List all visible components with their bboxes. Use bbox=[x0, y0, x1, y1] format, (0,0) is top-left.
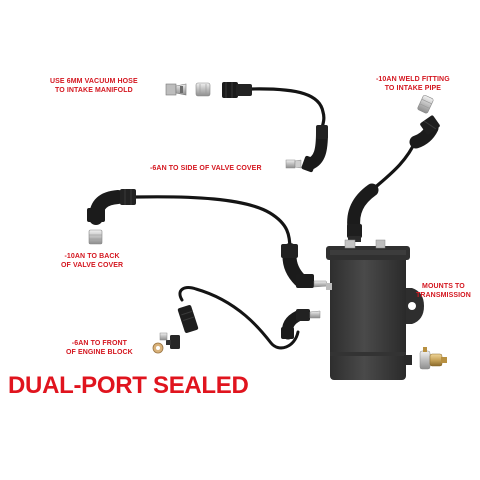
can-inlet-elbow-icon bbox=[347, 183, 379, 242]
vacuum-barb-icon bbox=[165, 83, 187, 96]
can-side-elbow-lower-icon bbox=[281, 309, 321, 340]
weld-elbow-icon bbox=[409, 115, 440, 149]
vacuum-hose-label-line2: TO INTAKE MANIFOLD bbox=[54, 86, 133, 94]
catch-can-icon bbox=[326, 239, 424, 380]
valve-back-label: -10AN TO BACK OF VALVE COVER bbox=[61, 253, 123, 270]
weld-fitting-label-line1: -10AN WELD FITTING bbox=[376, 76, 450, 83]
vacuum-fitting-group bbox=[165, 82, 252, 98]
valve-back-label-line2: OF VALVE COVER bbox=[61, 261, 124, 269]
weld-hose-line bbox=[368, 138, 418, 194]
valve-side-barb-icon bbox=[285, 159, 302, 169]
vacuum-hose-label-line1: USE 6MM VACUUM HOSE bbox=[50, 78, 138, 85]
valve-back-hose-line bbox=[134, 195, 292, 252]
valve-side-label-line1: -6AN TO SIDE OF VALVE COVER bbox=[150, 165, 262, 172]
drain-valve-icon bbox=[419, 347, 447, 370]
engine-block-hose-line bbox=[178, 286, 300, 350]
engine-block-label: -6AN TO FRONT OF ENGINE BLOCK bbox=[66, 340, 133, 357]
engine-block-adapter-icon bbox=[166, 335, 180, 349]
weld-fitting-label: -10AN WELD FITTING TO INTAKE PIPE bbox=[376, 76, 450, 93]
vacuum-hose-label: USE 6MM VACUUM HOSE TO INTAKE MANIFOLD bbox=[50, 78, 138, 95]
vacuum-hose-end-icon bbox=[222, 82, 252, 98]
engine-block-label-line1: -6AN TO FRONT bbox=[71, 340, 128, 347]
engine-block-label-line2: OF ENGINE BLOCK bbox=[66, 348, 133, 356]
can-side-elbow-upper-icon bbox=[281, 243, 329, 288]
engine-block-barb-icon bbox=[159, 332, 168, 341]
engine-block-washer-icon bbox=[152, 342, 164, 354]
weld-fitting-group bbox=[409, 94, 440, 149]
vacuum-nut-icon bbox=[195, 82, 211, 97]
engine-block-hose-end-icon bbox=[177, 304, 199, 334]
weld-fitting-icon bbox=[417, 94, 434, 114]
valve-side-elbow-icon bbox=[301, 125, 328, 173]
mounts-label-line1: MOUNTS TO bbox=[422, 283, 465, 290]
valve-back-elbow-icon bbox=[87, 189, 136, 225]
valve-back-label-line1: -10AN TO BACK bbox=[64, 253, 120, 260]
valve-back-fitting-icon bbox=[88, 229, 103, 245]
weld-fitting-label-line2: TO INTAKE PIPE bbox=[384, 84, 442, 92]
headline: DUAL-PORT SEALED bbox=[8, 372, 249, 399]
mounts-label: MOUNTS TO TRANSMISSION bbox=[416, 283, 471, 300]
mounts-label-line2: TRANSMISSION bbox=[416, 291, 471, 299]
valve-side-label: -6AN TO SIDE OF VALVE COVER bbox=[150, 165, 262, 174]
vacuum-hose-line bbox=[249, 87, 326, 136]
